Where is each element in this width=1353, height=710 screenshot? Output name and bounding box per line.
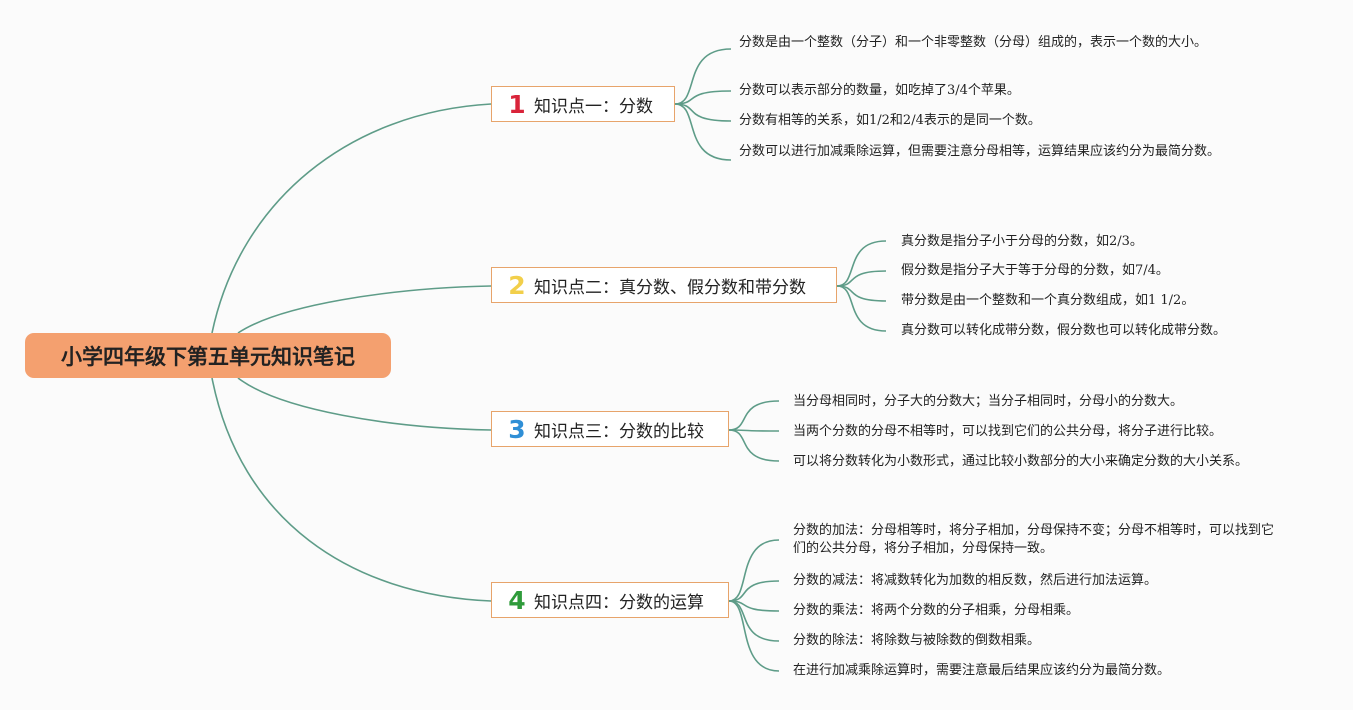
leaf-3-1: 当分母相同时，分子大的分数大；当分子相同时，分母小的分数大。 [793,394,1184,409]
leaf-1-3: 分数有相等的关系，如1/2和2/4表示的是同一个数。 [739,113,1041,128]
leaf-connector-3-1 [728,400,780,431]
leaf-4-5: 在进行加减乘除运算时，需要注意最后结果应该约分为最简分数。 [793,663,1171,678]
leaf-4-1: 分数的加法：分母相等时，将分子相加，分母保持不变；分母不相等时，可以找到它们的公… [793,523,1275,556]
connector-root-topic3 [237,377,492,431]
topic-node-1[interactable]: 1 知识点一：分数 [491,86,675,122]
leaf-connector-1-1 [674,48,732,105]
leaf-2-3: 带分数是由一个整数和一个真分数组成，如1 1/2。 [901,293,1195,308]
leaf-4-2: 分数的减法：将减数转化为加数的相反数，然后进行加法运算。 [793,573,1158,588]
leaf-1-2: 分数可以表示部分的数量，如吃掉了3/4个苹果。 [739,83,1020,98]
topic-node-3[interactable]: 3 知识点三：分数的比较 [491,411,729,447]
connector-root-topic1 [211,103,492,334]
leaf-2-1: 真分数是指分子小于分母的分数，如2/3。 [901,234,1143,249]
topic-label: 知识点二：真分数、假分数和带分数 [534,277,806,298]
leaf-1-1: 分数是由一个整数（分子）和一个非零整数（分母）组成的，表示一个数的大小。 [739,35,1208,50]
leaf-connector-2-2 [836,270,887,287]
root-title[interactable]: 小学四年级下第五单元知识笔记 [25,333,391,378]
connector-root-topic2 [237,285,492,334]
leaf-3-2: 当两个分数的分母不相等时，可以找到它们的公共分母，将分子进行比较。 [793,424,1223,439]
leaf-connectors [674,48,887,672]
leaf-connector-4-4 [728,600,780,642]
topic-label: 知识点四：分数的运算 [534,592,704,613]
leaf-2-2: 假分数是指分子大于等于分母的分数，如7/4。 [901,263,1169,278]
topic-label: 知识点一：分数 [534,96,653,117]
topic-node-2[interactable]: 2 知识点二：真分数、假分数和带分数 [491,267,837,303]
leaf-connector-1-4 [674,103,732,161]
leaf-connector-1-2 [674,90,732,105]
connector-root-topic4 [211,377,492,602]
leaf-2-4: 真分数可以转化成带分数，假分数也可以转化成带分数。 [901,323,1227,338]
leaf-connector-3-2 [728,429,780,432]
leaf-connector-2-1 [836,240,887,287]
leaf-connector-1-3 [674,103,732,122]
leaf-connector-4-5 [728,600,780,672]
leaf-4-3: 分数的乘法：将两个分数的分子相乘，分母相乘。 [793,603,1080,618]
leaf-3-3: 可以将分数转化为小数形式，通过比较小数部分的大小来确定分数的大小关系。 [793,454,1249,469]
number-2-icon: 2 [508,270,526,300]
leaf-connector-4-2 [728,580,780,602]
leaf-4-4: 分数的除法：将除数与被除数的倒数相乘。 [793,633,1041,648]
leaf-1-4: 分数可以进行加减乘除运算，但需要注意分母相等，运算结果应该约分为最简分数。 [739,144,1221,159]
number-1-icon: 1 [508,89,526,119]
topic-label: 知识点三：分数的比较 [534,421,704,442]
leaf-connector-4-1 [728,539,780,602]
topic-node-4[interactable]: 4 知识点四：分数的运算 [491,582,729,618]
leaf-connector-2-4 [836,285,887,332]
leaf-connector-3-3 [728,429,780,462]
number-3-icon: 3 [508,414,526,444]
number-4-icon: 4 [508,585,526,615]
